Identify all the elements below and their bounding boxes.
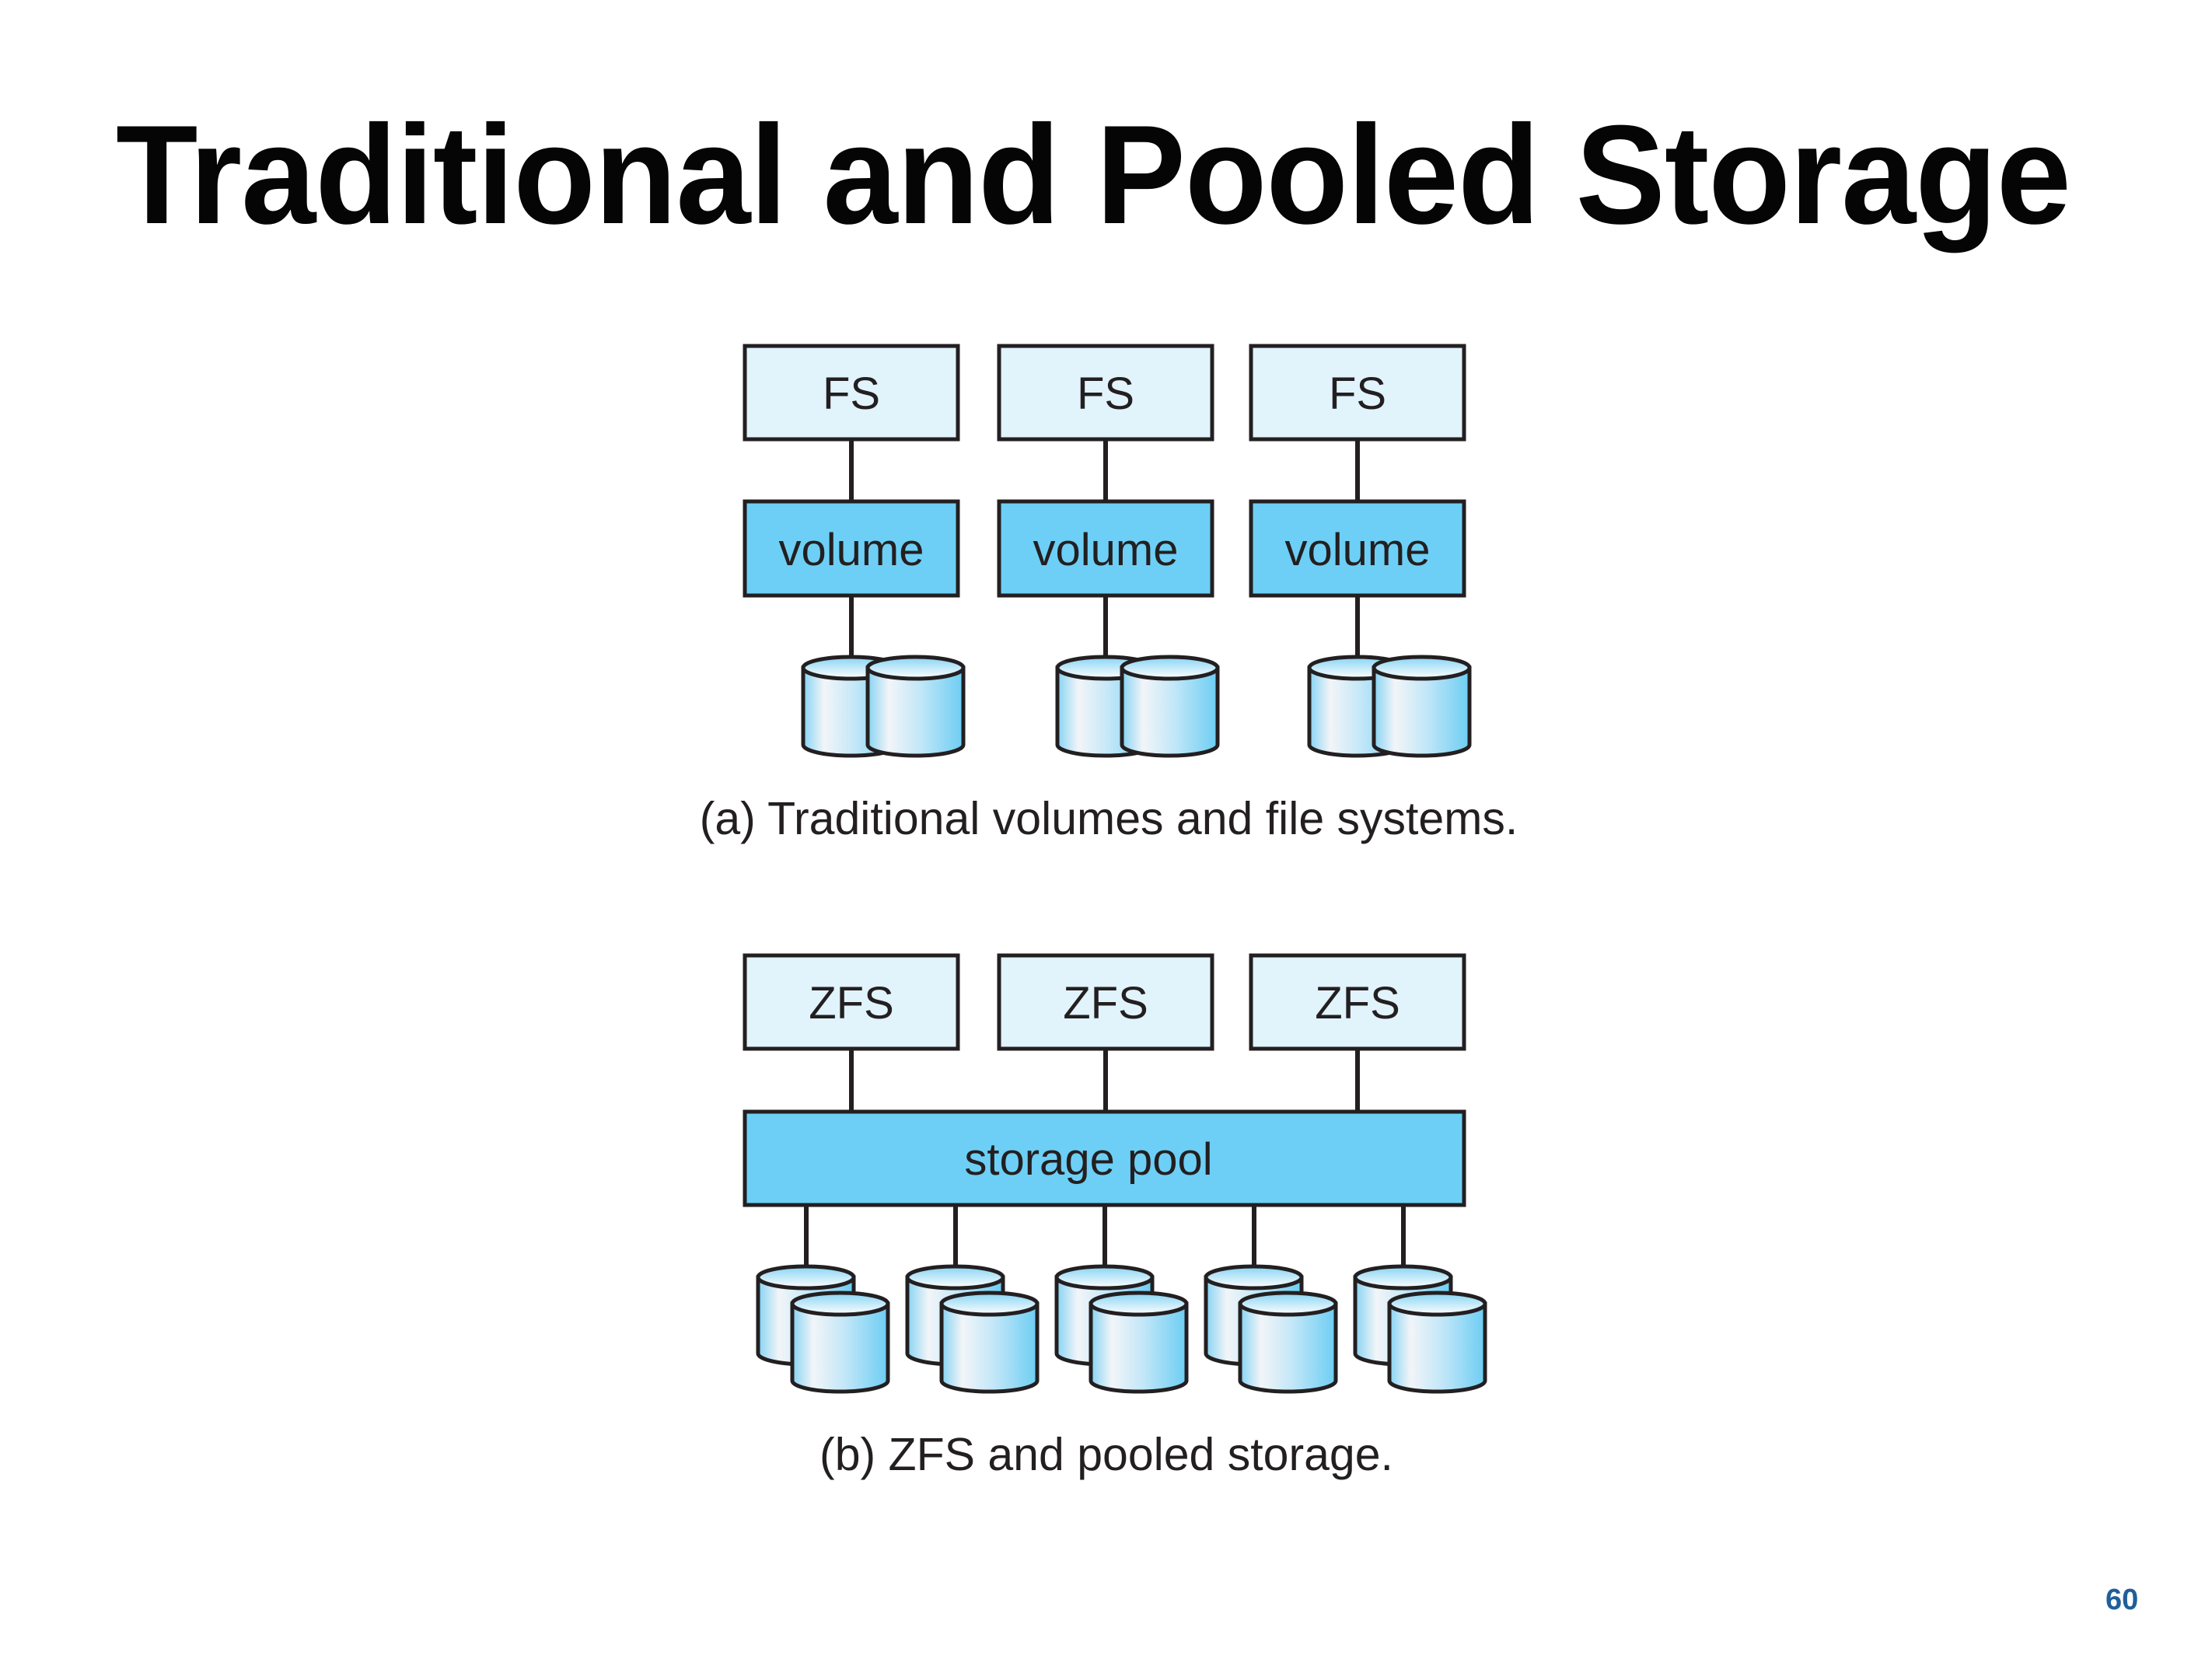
storage-pool-label: storage pool: [964, 1134, 1212, 1185]
fs-box: FS: [743, 344, 960, 442]
disk-icon: [1120, 655, 1220, 758]
fs-label: FS: [1077, 368, 1134, 419]
fs-label: FS: [823, 368, 880, 419]
fs-box: FS: [997, 344, 1214, 442]
zfs-box: ZFS: [1249, 953, 1466, 1051]
disk-group: [1054, 1264, 1189, 1394]
disk-icon: [1387, 1291, 1487, 1394]
volume-box: volume: [997, 499, 1214, 598]
caption-pooled: (b) ZFS and pooled storage.: [819, 1429, 1393, 1480]
disk-group: [905, 1264, 1040, 1394]
volume-label: volume: [779, 525, 924, 575]
zfs-label: ZFS: [1063, 978, 1148, 1029]
disk-icon: [865, 655, 966, 758]
disk-icon: [939, 1291, 1040, 1394]
zfs-label: ZFS: [1315, 978, 1400, 1029]
zfs-box: ZFS: [743, 953, 960, 1051]
volume-box: volume: [743, 499, 960, 598]
slide-title: Traditional and Pooled Storage: [116, 96, 2071, 253]
traditional-diagram: FS FS FS volume volume volume (a) Tradit…: [700, 344, 1518, 844]
volume-box: volume: [1249, 499, 1466, 598]
disk-icon: [1372, 655, 1472, 758]
storage-pool-box: storage pool: [743, 1109, 1466, 1207]
disk-group: [756, 1264, 890, 1394]
disk-pair: [1307, 655, 1472, 758]
pooled-diagram: ZFS ZFS ZFS storage pool (b) ZFS and poo…: [743, 953, 1487, 1480]
page-number: 60: [2105, 1584, 2139, 1616]
disk-group: [1204, 1264, 1338, 1394]
disk-pair: [1055, 655, 1220, 758]
fs-box: FS: [1249, 344, 1466, 442]
fs-label: FS: [1329, 368, 1386, 419]
volume-label: volume: [1033, 525, 1179, 575]
disk-pair: [801, 655, 966, 758]
disk-group: [1353, 1264, 1487, 1394]
disk-icon: [790, 1291, 890, 1394]
disk-icon: [1089, 1291, 1189, 1394]
disk-icon: [1238, 1291, 1338, 1394]
caption-traditional: (a) Traditional volumes and file systems…: [700, 793, 1518, 844]
volume-label: volume: [1285, 525, 1431, 575]
zfs-label: ZFS: [809, 978, 894, 1029]
zfs-box: ZFS: [997, 953, 1214, 1051]
